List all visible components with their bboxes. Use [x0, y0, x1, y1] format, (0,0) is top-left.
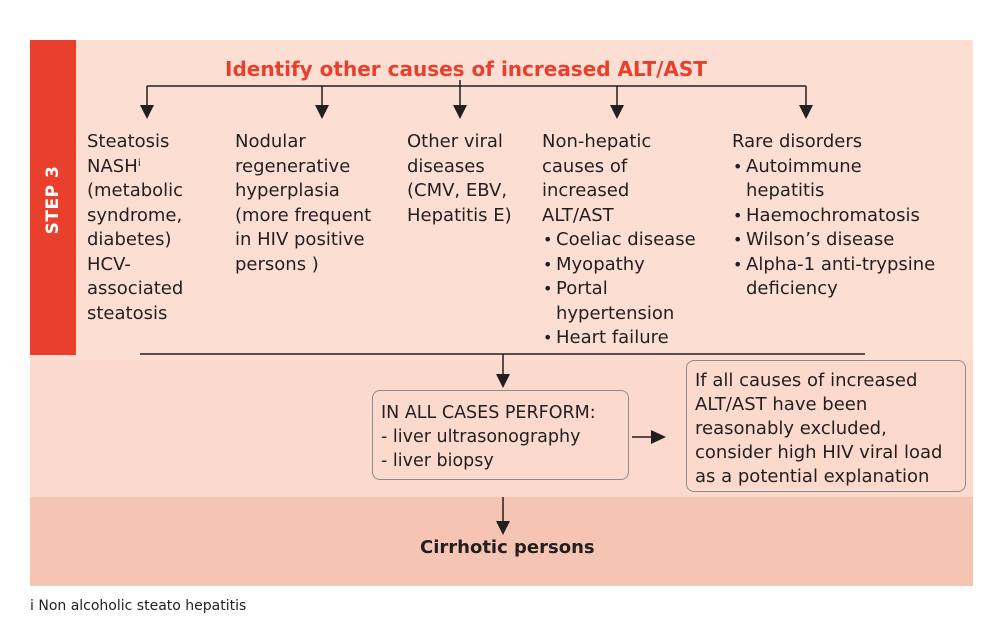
list-item: •Alpha-1 anti-trypsine deficiency [732, 253, 935, 302]
bullet-icon: • [543, 328, 553, 347]
list-item-text: Coeliac disease [556, 229, 696, 250]
column-line: HCV- [87, 253, 131, 275]
bullet-icon: • [543, 279, 553, 298]
column-line: Non-hepatic [542, 131, 652, 152]
diagram-title: Identify other causes of increased ALT/A… [225, 57, 707, 81]
arrow-col-5 [799, 105, 813, 119]
arrow-to-cirrhotic [496, 521, 510, 535]
cause-column-steatosis: Steatosis NASHⁱ (metabolic syndrome, dia… [87, 130, 183, 326]
arrow-to-hiv [651, 430, 666, 444]
bullet-icon: • [733, 230, 743, 249]
list-item-text: Autoimmune [746, 155, 862, 177]
list-item: •Wilson’s disease [732, 228, 935, 253]
list-item-text: deficiency [746, 278, 838, 299]
perform-heading: IN ALL CASES PERFORM: [381, 403, 596, 423]
arrow-col-1 [140, 105, 154, 119]
column-line: associated [87, 278, 184, 299]
column-line: ALT/AST [542, 204, 614, 226]
hiv-box-line: reasonably excluded, [695, 418, 887, 439]
perform-item: - liver ultrasonography [381, 427, 581, 447]
hiv-box-line: ALT/AST have been [695, 394, 868, 415]
arrow-col-3 [453, 105, 467, 119]
arrow-col-4 [610, 105, 624, 119]
list-item: •Coeliac disease [542, 228, 696, 253]
footnote: i Non alcoholic steato hepatitis [30, 598, 247, 614]
list-item: •Autoimmune hepatitis [732, 155, 935, 204]
list-item-text: Alpha-1 anti-trypsine [746, 253, 936, 275]
hiv-box-line: If all causes of increased [695, 370, 918, 391]
hiv-box-line: as a potential explanation [695, 466, 930, 487]
list-item-text: hypertension [556, 302, 675, 324]
hiv-viral-load-box: If all causes of increased ALT/AST have … [686, 360, 966, 492]
column-line: (more frequent [235, 204, 372, 226]
perform-box: IN ALL CASES PERFORM: - liver ultrasonog… [372, 390, 629, 480]
bullet-icon: • [733, 205, 743, 225]
column-line: diabetes) [87, 229, 172, 250]
list-item-text: hepatitis [746, 180, 825, 201]
bullet-icon: • [733, 156, 743, 176]
column-line: (metabolic [87, 180, 184, 201]
step-panel [30, 40, 973, 360]
list-item: •Haemochromatosis [732, 204, 935, 229]
column-line: hyperplasia [235, 180, 340, 201]
column-line: regenerative [235, 155, 351, 177]
bullet-icon: • [543, 254, 553, 274]
column-line: NASHⁱ [87, 155, 141, 177]
cause-column-nodular: Nodular regenerative hyperplasia (more f… [235, 130, 371, 277]
column-line: Other viral [407, 131, 503, 152]
bullet-icon: • [733, 254, 743, 274]
list-item: •Portal hypertension [542, 277, 696, 326]
column-line: steatosis [87, 302, 168, 324]
column-line: Steatosis [87, 131, 170, 152]
cirrhotic-label: Cirrhotic persons [420, 537, 595, 558]
cause-column-viral: Other viral diseases (CMV, EBV, Hepatiti… [407, 130, 512, 228]
list-item-text: Haemochromatosis [746, 204, 920, 226]
arrow-to-perform [496, 374, 510, 388]
arrow-col-2 [315, 105, 329, 119]
list-item-text: Wilson’s disease [746, 229, 895, 250]
hiv-box-line: consider high HIV viral load [695, 442, 943, 463]
list-item: •Heart failure [542, 326, 696, 351]
column-line: syndrome, [87, 204, 183, 226]
list-item-text: Portal [556, 278, 608, 299]
column-line: Nodular [235, 131, 306, 152]
list-item: •Myopathy [542, 253, 696, 278]
column-line: (CMV, EBV, [407, 180, 508, 201]
cirrhotic-panel [30, 497, 973, 586]
column-line: Rare disorders [732, 131, 863, 152]
step-bar [30, 40, 76, 355]
list-item-text: Heart failure [556, 327, 669, 348]
list-item-text: Myopathy [556, 253, 645, 275]
column-line: in HIV positive [235, 229, 365, 250]
column-line: increased [542, 180, 630, 201]
cause-column-non-hepatic: Non-hepatic causes of increased ALT/AST … [542, 130, 696, 351]
bullet-icon: • [543, 230, 553, 249]
perform-item: - liver biopsy [381, 451, 494, 471]
column-line: persons ) [235, 253, 319, 275]
column-line: diseases [407, 155, 485, 177]
column-line: causes of [542, 155, 628, 177]
column-line: Hepatitis E) [407, 204, 512, 226]
